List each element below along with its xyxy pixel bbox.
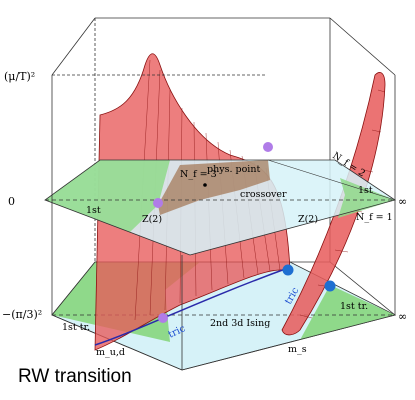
- middle-plane-green-left: [45, 160, 170, 232]
- label-first-right-mid: 1st: [358, 185, 373, 196]
- label-z2-left: Z(2): [142, 214, 162, 225]
- middle-plane-border: [44, 159, 396, 256]
- box-back-edges: [94, 17, 396, 315]
- label-z2-right: Z(2): [298, 214, 318, 225]
- label-first-tr-left: 1st tr.: [62, 322, 90, 333]
- purple-point-mid-right: [263, 142, 273, 152]
- label-phys-point: phys. point: [207, 164, 260, 175]
- middle-plane: [44, 159, 396, 256]
- label-first-tr-right: 1st tr.: [340, 301, 368, 312]
- label-first-left-mid: 1st: [86, 205, 101, 216]
- axis-label-inf-mid: ∞: [398, 195, 407, 208]
- label-crossover: crossover: [240, 189, 287, 200]
- axis-label-m-s: m_s: [288, 344, 307, 355]
- bottom-plane-border: [51, 261, 396, 371]
- caption-rw-transition: RW transition: [18, 366, 132, 387]
- axis-label-mu-over-t: (μ/T)²: [4, 70, 35, 83]
- label-nf3: N_f = 3: [180, 169, 217, 180]
- axis-label-inf-bottom: ∞: [398, 310, 407, 323]
- middle-plane-green-right: [338, 178, 395, 218]
- nf-diagonal: [267, 159, 396, 201]
- purple-point-mid-left: [153, 198, 163, 208]
- tricritical-line: [94, 267, 289, 346]
- phys-point-dot: [203, 183, 207, 187]
- bottom-plane-green-right: [300, 285, 395, 340]
- blue-point-right: [324, 280, 336, 292]
- label-nf1: N_f = 1: [356, 212, 393, 223]
- axis-label-m-ud: m_u,d: [96, 347, 125, 358]
- purple-point-bottom: [158, 313, 168, 323]
- box-front-edges: [51, 17, 265, 370]
- axis-label-neg-pi3: −(π/3)²: [2, 308, 42, 321]
- middle-plane-brown: [158, 160, 270, 215]
- axis-label-zero: 0: [8, 195, 15, 208]
- label-2nd-3d-ising: 2nd 3d Ising: [210, 318, 270, 329]
- blue-point-left: [282, 264, 294, 276]
